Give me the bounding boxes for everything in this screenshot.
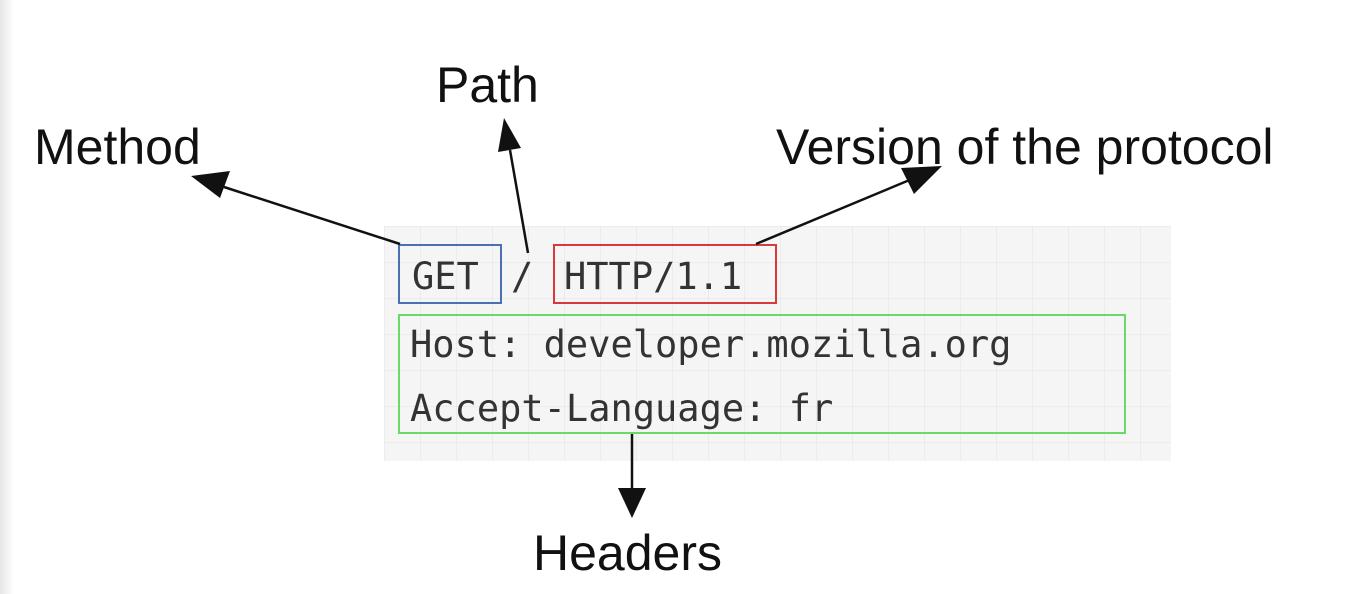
header-line: Host: developer.mozilla.org [410, 323, 1012, 366]
version-arrowhead [901, 166, 942, 194]
version-arrow [755, 177, 913, 246]
headers-label: Headers [533, 525, 722, 581]
path-label: Path [436, 57, 539, 113]
method-arrowhead [191, 171, 230, 198]
path-arrowhead [498, 118, 521, 152]
headers-highlight-box [398, 314, 1126, 434]
method-arrow [223, 185, 401, 246]
headers-arrowhead [618, 488, 646, 518]
version-highlight-box [553, 244, 777, 304]
path-arrow [508, 149, 530, 254]
request-code-panel [384, 226, 1171, 461]
header-line: Accept-Language: fr [410, 387, 834, 430]
version-label: Version of the protocol [776, 119, 1274, 175]
request-path: / [511, 255, 534, 298]
request-version: HTTP/1.1 [564, 255, 743, 298]
request-method: GET [412, 255, 479, 298]
method-label: Method [34, 119, 201, 175]
method-highlight-box [398, 244, 502, 304]
left-edge-shadow [0, 0, 14, 594]
